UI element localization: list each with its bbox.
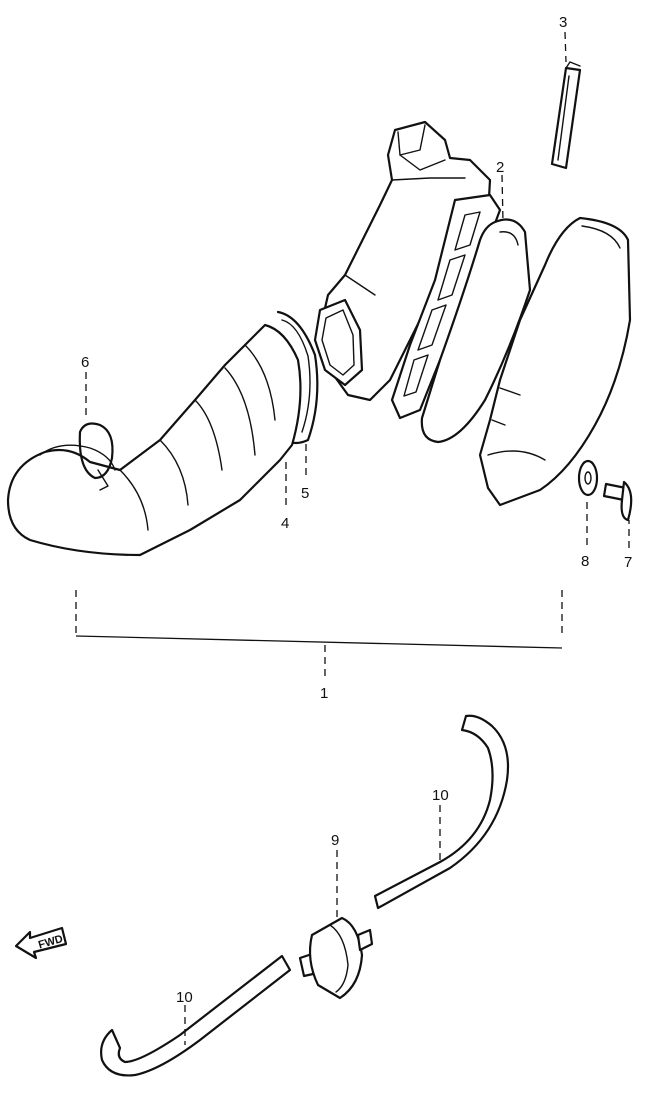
callout-8: 8 bbox=[581, 553, 589, 570]
part-2-filter-element bbox=[420, 218, 532, 444]
part-4-intake-duct bbox=[6, 323, 302, 557]
part-7-screw bbox=[602, 480, 633, 522]
part-6-clamp bbox=[78, 422, 114, 491]
callout-numbers: 1 2 3 4 5 6 7 8 9 10 10 bbox=[81, 14, 632, 1006]
air-cleaner-cover bbox=[478, 216, 632, 507]
callout-9: 9 bbox=[331, 832, 339, 849]
fwd-direction-marker: FWD bbox=[14, 926, 68, 960]
part-9-valve bbox=[298, 916, 374, 1000]
leader-lines bbox=[85, 31, 630, 1045]
callout-10-lower: 10 bbox=[176, 989, 193, 1006]
callout-4: 4 bbox=[281, 515, 289, 532]
part-5-gasket bbox=[276, 310, 319, 445]
part-8-washer bbox=[577, 459, 599, 497]
arrow-left-icon bbox=[14, 926, 68, 960]
element-frame bbox=[390, 193, 502, 420]
assembly-bracket bbox=[75, 590, 563, 680]
callout-1: 1 bbox=[320, 685, 328, 702]
callout-5: 5 bbox=[301, 485, 309, 502]
part-10-hose-upper bbox=[373, 714, 510, 910]
part-3-strip bbox=[550, 61, 582, 170]
callout-7: 7 bbox=[624, 554, 632, 571]
air-cleaner-case bbox=[313, 120, 492, 402]
callout-2: 2 bbox=[496, 159, 504, 176]
callout-3: 3 bbox=[559, 14, 567, 31]
callout-10-upper: 10 bbox=[432, 787, 449, 804]
part-10-hose-lower bbox=[100, 954, 292, 1077]
callout-6: 6 bbox=[81, 354, 89, 371]
